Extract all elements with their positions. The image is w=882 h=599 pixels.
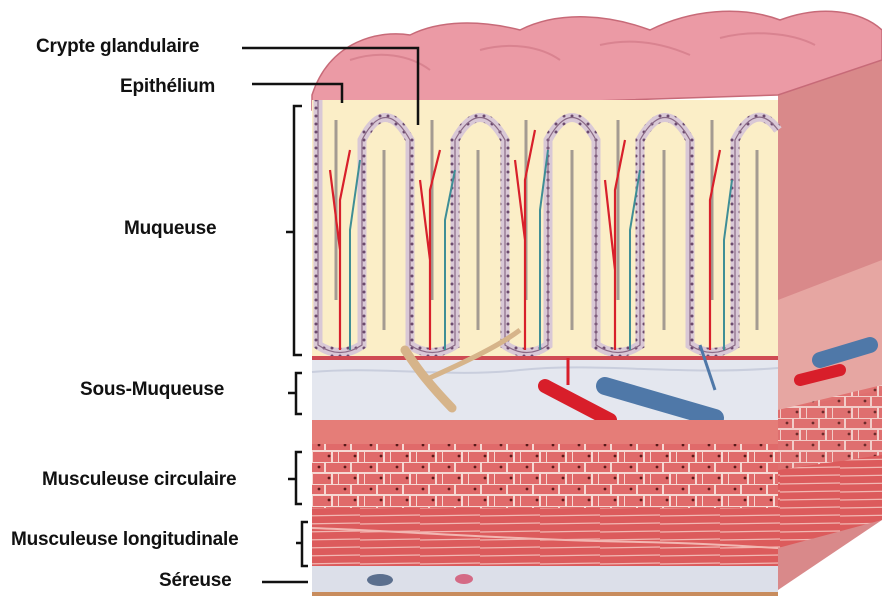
sous-muqueuse-bracket	[288, 373, 302, 414]
block-side-face	[778, 40, 882, 590]
musculeuse-circulaire-bracket	[288, 452, 302, 504]
circular-muscle	[312, 420, 778, 508]
label-muqueuse: Muqueuse	[124, 218, 216, 240]
muqueuse-bracket	[286, 106, 302, 355]
label-sous-muqueuse: Sous-Muqueuse	[80, 379, 224, 401]
serosa	[312, 566, 778, 594]
label-musculeuse-circulaire: Musculeuse circulaire	[42, 469, 236, 491]
label-sereuse: Séreuse	[159, 570, 232, 592]
label-epithelium: Epithélium	[120, 76, 215, 98]
musculeuse-longitudinale-bracket	[296, 522, 308, 566]
mucosa-front	[312, 100, 778, 358]
longitudinal-muscle	[312, 508, 778, 566]
label-crypte-glandulaire: Crypte glandulaire	[36, 36, 199, 58]
label-musculeuse-longitudinale: Musculeuse longitudinale	[11, 529, 238, 551]
